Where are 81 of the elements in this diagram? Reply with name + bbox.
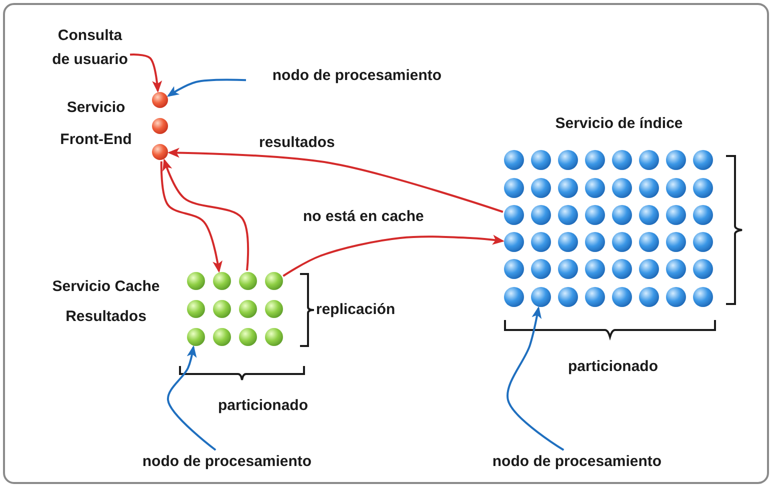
server-sphere <box>585 178 605 198</box>
server-sphere <box>693 287 713 307</box>
query-label: Consulta de usuario <box>50 24 130 72</box>
arrow <box>166 78 246 97</box>
server-sphere <box>531 150 551 170</box>
server-sphere <box>666 150 686 170</box>
processing-node-label: nodo de procesamiento <box>246 64 468 88</box>
processing-node-label: nodo de procesamiento <box>462 450 692 474</box>
processing-node-label: nodo de procesamiento <box>112 450 342 474</box>
server-sphere <box>612 287 632 307</box>
server-sphere <box>612 205 632 225</box>
annotation-label: particionado <box>566 357 659 377</box>
service-label: Servicio Cache Resultados <box>51 277 161 327</box>
server-sphere <box>612 259 632 279</box>
server-sphere <box>239 328 257 346</box>
arrow <box>160 161 222 273</box>
server-sphere <box>187 300 205 318</box>
server-sphere <box>504 259 524 279</box>
server-sphere <box>612 178 632 198</box>
server-sphere <box>585 150 605 170</box>
server-sphere <box>639 287 659 307</box>
server-sphere <box>213 300 231 318</box>
arrow <box>130 54 162 93</box>
arrow <box>167 148 504 213</box>
server-sphere <box>187 272 205 290</box>
server-sphere <box>639 232 659 252</box>
server-sphere <box>187 328 205 346</box>
annotation-label: particionado <box>216 396 309 416</box>
server-sphere <box>666 178 686 198</box>
server-sphere <box>152 144 168 160</box>
server-sphere <box>693 259 713 279</box>
server-sphere <box>531 259 551 279</box>
server-sphere <box>504 178 524 198</box>
arrow <box>162 158 250 271</box>
server-sphere <box>504 205 524 225</box>
server-sphere <box>558 259 578 279</box>
server-sphere <box>531 178 551 198</box>
server-sphere <box>558 287 578 307</box>
server-sphere <box>558 178 578 198</box>
arrow <box>282 234 505 277</box>
server-sphere <box>213 272 231 290</box>
server-sphere <box>213 328 231 346</box>
service-label: Servicio Front-End <box>59 98 133 150</box>
server-sphere <box>265 272 283 290</box>
server-sphere <box>504 287 524 307</box>
server-sphere <box>152 118 168 134</box>
server-sphere <box>558 232 578 252</box>
server-sphere <box>666 232 686 252</box>
server-sphere <box>639 205 659 225</box>
server-sphere <box>612 232 632 252</box>
service-label: Servicio de índice <box>554 114 684 134</box>
server-sphere <box>693 205 713 225</box>
server-sphere <box>639 150 659 170</box>
server-sphere <box>666 287 686 307</box>
server-sphere <box>639 178 659 198</box>
server-sphere <box>531 205 551 225</box>
server-sphere <box>265 328 283 346</box>
server-sphere <box>558 150 578 170</box>
annotation-label: replicación <box>316 300 396 320</box>
server-sphere <box>693 178 713 198</box>
server-sphere <box>585 259 605 279</box>
server-sphere <box>558 205 578 225</box>
server-sphere <box>666 259 686 279</box>
server-sphere <box>639 259 659 279</box>
server-sphere <box>265 300 283 318</box>
server-sphere <box>504 232 524 252</box>
server-sphere <box>504 150 524 170</box>
server-sphere <box>585 232 605 252</box>
arrow <box>167 345 216 451</box>
server-sphere <box>531 287 551 307</box>
server-sphere <box>152 92 168 108</box>
server-sphere <box>612 150 632 170</box>
server-sphere <box>693 150 713 170</box>
server-sphere <box>585 205 605 225</box>
server-sphere <box>239 272 257 290</box>
server-sphere <box>531 232 551 252</box>
server-sphere <box>585 287 605 307</box>
server-sphere <box>666 205 686 225</box>
arrow <box>506 306 564 451</box>
server-sphere <box>239 300 257 318</box>
server-sphere <box>693 232 713 252</box>
